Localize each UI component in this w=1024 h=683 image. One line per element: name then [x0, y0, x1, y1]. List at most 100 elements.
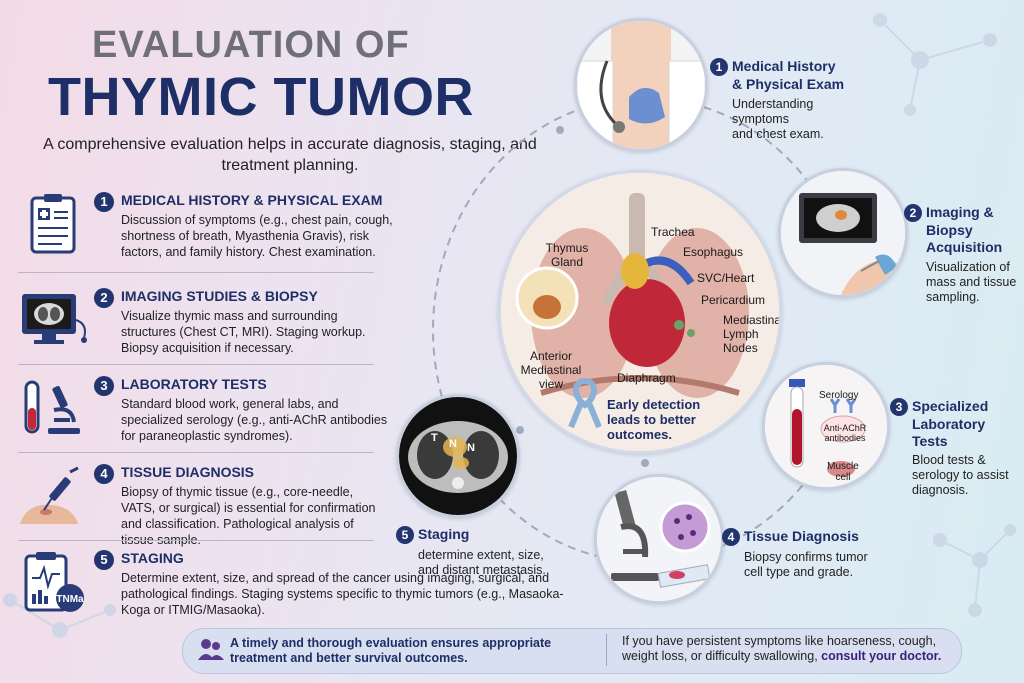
label-esophagus: Esophagus [683, 245, 744, 259]
label-diaphragm: Diaphragm [617, 371, 676, 385]
cycle-step-number: 2 [904, 204, 922, 222]
divider [18, 452, 374, 453]
step-number: 2 [94, 288, 114, 308]
step-title: IMAGING STUDIES & BIOPSY [121, 288, 318, 304]
cycle-step-text-line: and chest exam. [732, 127, 824, 141]
step-title: STAGING [121, 550, 184, 566]
cycle-step-title-line: Medical History [732, 58, 836, 74]
subtitle: A comprehensive evaluation helps in accu… [43, 136, 537, 174]
ct-label-t: T [431, 432, 438, 444]
cycle-step-title-line: Staging [418, 526, 470, 542]
cycle-step-title-line: Specialized [912, 398, 989, 414]
cycle-step-text-line: Understanding symptoms [732, 97, 814, 126]
ct-label-n: N [467, 442, 475, 454]
needle-biopsy-icon [20, 466, 79, 524]
divider [18, 540, 374, 541]
circle-tissue-diagnosis [594, 474, 724, 604]
title-line-1: EVALUATION OF [92, 24, 410, 66]
divider [18, 364, 374, 365]
monitor-scan-icon [22, 294, 87, 344]
test-tube-microscope-icon [24, 380, 80, 434]
cycle-step-title-line: Tissue Diagnosis [744, 528, 859, 544]
label-serology: Serology [819, 390, 859, 401]
step-text: Discussion of symptoms (e.g., chest pain… [121, 213, 393, 259]
step-4-tissue-diagnosis: 4 TISSUE DIAGNOSIS Biopsy of thymic tiss… [18, 462, 578, 547]
doctor-exam-illustration-icon [577, 21, 705, 149]
ct-label-n: N [449, 438, 457, 450]
step-2-imaging: 2 IMAGING STUDIES & BIOPSY Visualize thy… [18, 286, 578, 360]
cycle-step-title-line: Acquisition [926, 239, 1003, 255]
consult-doctor-emphasis: consult your doctor. [821, 649, 942, 663]
step-number: 3 [94, 376, 114, 396]
ct-monitor-illustration-icon [781, 171, 905, 295]
step-number: 4 [94, 464, 114, 484]
step-5-staging: TNMa 5 STAGING Determine extent, size, a… [18, 548, 578, 622]
step-number: 5 [94, 550, 114, 570]
early-detection-message: Early detection leads to better outcomes… [607, 397, 701, 442]
circle-lab-tests: Serology Anti-AChR antibodies Muscle cel… [762, 362, 890, 490]
cycle-step-text-line: diagnosis. [912, 483, 969, 497]
step-text: Biopsy of thymic tissue (e.g., core-need… [121, 485, 376, 547]
cycle-step-title-line: & Physical Exam [732, 76, 845, 92]
cycle-step-text-line: sampling. [926, 290, 980, 304]
cycle-step-text-line: determine extent, size, [418, 548, 544, 562]
cycle-step-title-line: Biopsy [926, 222, 973, 238]
label-trachea: Trachea [651, 225, 695, 239]
staging-clipboard-icon: TNMa [24, 552, 84, 612]
step-title: MEDICAL HISTORY & PHYSICAL EXAM [121, 192, 383, 208]
page-title: THYMIC TUMOR [48, 67, 474, 127]
step-title: LABORATORY TESTS [121, 376, 267, 392]
label-svc-heart: SVC/Heart [697, 271, 755, 285]
cycle-step-number: 3 [890, 398, 908, 416]
cycle-step-text-line: Blood tests & [912, 453, 986, 467]
label-anti-achr-antibodies: Anti-AChR antibodies [823, 423, 867, 443]
mediastinum-illustration-icon [501, 173, 779, 451]
microscope-slide-illustration-icon [597, 477, 721, 601]
cycle-step-number: 5 [396, 526, 414, 544]
cycle-step-title-line: Laboratory Tests [912, 416, 986, 449]
footer-left-text: A timely and thorough evaluation ensures… [230, 636, 552, 665]
cycle-step-text-line: mass and tissue [926, 275, 1017, 289]
cycle-step-text-line: Visualization of [926, 260, 1010, 274]
step-3-laboratory: 3 LABORATORY TESTS Standard blood work, … [18, 374, 578, 448]
cycle-step-text-line: cell type and grade. [744, 565, 854, 579]
step-text: Determine extent, size, and spread of th… [121, 571, 564, 617]
clipboard-icon [30, 194, 76, 254]
step-title: TISSUE DIAGNOSIS [121, 464, 255, 480]
people-icon [198, 639, 224, 660]
label-thymus-gland: Thymus Gland [545, 241, 589, 269]
footer-divider [606, 634, 607, 666]
awareness-ribbon-icon [568, 377, 602, 429]
label-muscle-cell: Muscle cell [827, 461, 859, 483]
blood-tube-antibody-icon [765, 365, 887, 487]
step-1-medical-history: 1 MEDICAL HISTORY & PHYSICAL EXAM Discus… [18, 190, 578, 264]
cycle-step-text-line: serology to assist [912, 468, 1009, 482]
circle-physical-exam [574, 18, 708, 152]
footer-right-message: If you have persistent symptoms like hoa… [622, 634, 937, 663]
cycle-step-title-line: Imaging & [926, 204, 994, 220]
label-mediastinal-lymph-nodes: Mediastinal Lymph Nodes [723, 313, 782, 355]
anatomy-circle: Trachea Thymus Gland Esophagus SVC/Heart… [498, 170, 782, 454]
cycle-step-text-line: and distant metastasis. [418, 563, 546, 577]
step-text: Standard blood work, general labs, and s… [121, 397, 388, 443]
label-pericardium: Pericardium [701, 293, 766, 307]
circle-imaging-biopsy [778, 168, 908, 298]
circle-staging-ct: T N N [396, 394, 520, 518]
step-text: Visualize thymic mass and surrounding st… [121, 309, 366, 355]
cycle-step-text-line: Biopsy confirms tumor [744, 550, 868, 564]
label-anterior-mediastinal-view: Anterior Mediastinal view [520, 349, 582, 391]
footer-banner [182, 628, 962, 674]
cycle-step-number: 4 [722, 528, 740, 546]
step-number: 1 [94, 192, 114, 212]
tnma-icon-label: TNMa [56, 594, 84, 605]
ct-scan-staging-icon [399, 397, 517, 515]
divider [18, 272, 374, 273]
cycle-step-number: 1 [710, 58, 728, 76]
footer-right-text: If you have persistent symptoms like hoa… [622, 634, 962, 664]
